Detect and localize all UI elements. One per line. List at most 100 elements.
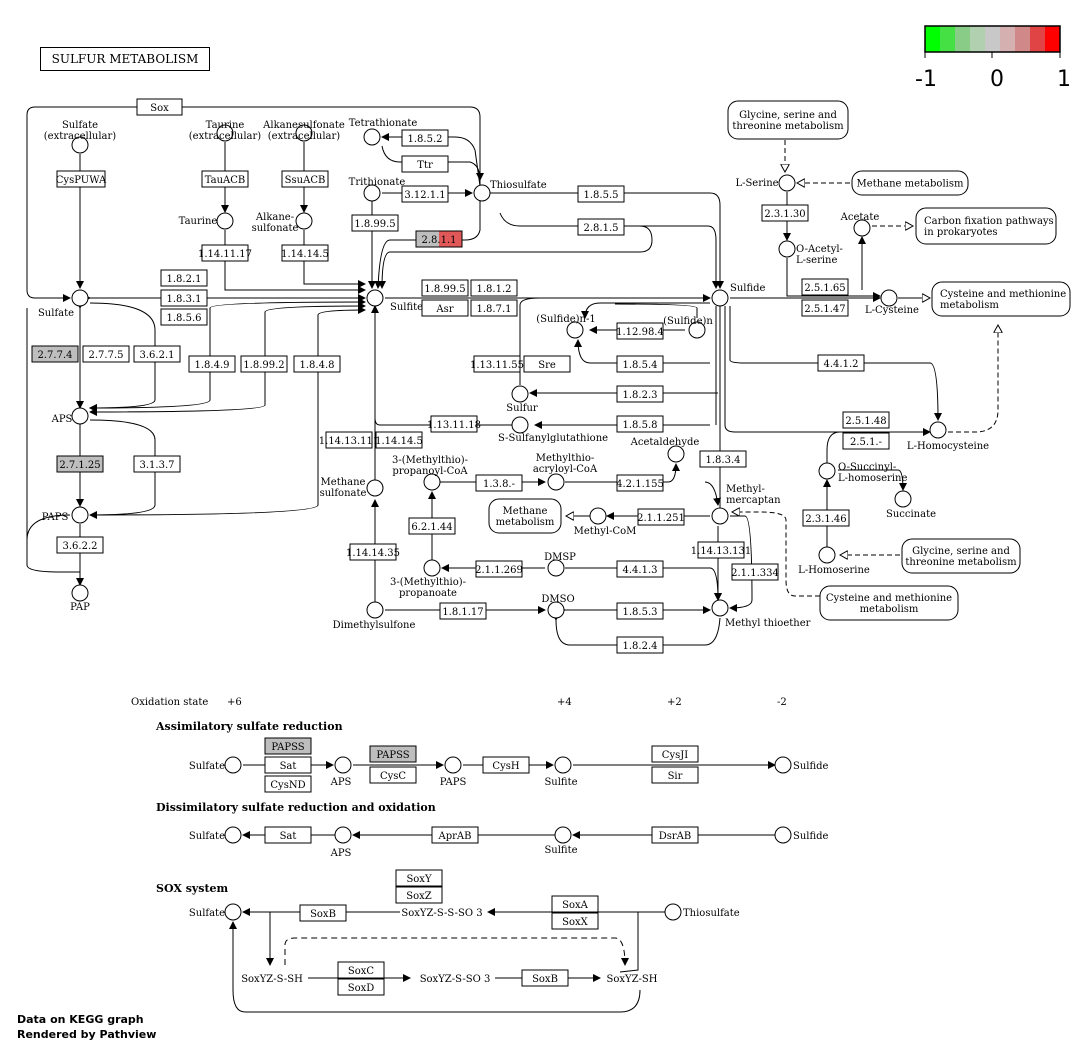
assim-sat[interactable]: Sat xyxy=(264,756,312,774)
compound-trithionate[interactable]: Trithionate xyxy=(349,177,406,202)
enzyme-1-14-11-17[interactable]: 1.14.11.17 xyxy=(198,244,252,262)
assim-cysji[interactable]: CysJI xyxy=(651,745,699,763)
dissim-dsrab[interactable]: DsrAB xyxy=(651,826,699,844)
compound-sulfate[interactable]: Sulfate xyxy=(38,289,89,319)
assim-papss-2[interactable]: PAPSS xyxy=(369,745,417,763)
enzyme-2-7-7-4[interactable]: 2.7.7.4 xyxy=(31,345,79,363)
enzyme-2-1-1-251[interactable]: 2.1.1.251 xyxy=(637,508,685,526)
enzyme-tauacb[interactable]: TauACB xyxy=(201,170,249,188)
compound-succinate[interactable]: Succinate xyxy=(886,490,936,520)
compound-tetrathionate[interactable]: Tetrathionate xyxy=(349,118,418,146)
enzyme-3-6-2-2[interactable]: 3.6.2.2 xyxy=(56,536,104,554)
compound-pap[interactable]: PAP xyxy=(70,584,90,613)
assim-sir[interactable]: Sir xyxy=(651,766,699,784)
enzyme-2-8-1-1[interactable]: 2.8.1.1 xyxy=(415,230,463,248)
enzyme-1-14-14-35[interactable]: 1.14.14.35 xyxy=(346,543,400,561)
compound-dmsp[interactable]: DMSP xyxy=(544,552,576,577)
enzyme-1-8-5-4[interactable]: 1.8.5.4 xyxy=(616,355,664,373)
enzyme-sox[interactable]: Sox xyxy=(136,98,183,116)
enzyme-1-13-11-55[interactable]: 1.13.11.55 xyxy=(470,355,524,373)
compound-s-sulfanylglutathione[interactable]: S-Sulfanylglutathione xyxy=(498,416,608,444)
compound-methyl-com[interactable]: Methyl-CoM xyxy=(574,507,637,537)
compound-o-succinyl-l-homoserine[interactable]: O-Succinyl-L-homoserine xyxy=(818,462,907,484)
enzyme-2-7-1-25[interactable]: 2.7.1.25 xyxy=(56,455,104,473)
compound-3-methylthio-propanoate[interactable]: 3-(Methylthio)-propanoate xyxy=(390,559,466,599)
compound-paps[interactable]: PAPS xyxy=(42,506,89,524)
enzyme-1-13-11-18[interactable]: 1.13.11.18 xyxy=(427,415,481,433)
compound-methyl-thioether[interactable]: Methyl thioether xyxy=(711,599,811,629)
assim-paps[interactable]: PAPS xyxy=(440,756,467,788)
compound-aps[interactable]: APS xyxy=(51,407,89,425)
enzyme-2-5-1-48[interactable]: 2.5.1.48 xyxy=(842,411,890,429)
assim-sulfate[interactable]: Sulfate xyxy=(189,756,242,774)
sox-soxb-1[interactable]: SoxB xyxy=(299,904,347,922)
enzyme-2-3-1-30[interactable]: 2.3.1.30 xyxy=(761,204,809,222)
enzyme-2-7-7-5[interactable]: 2.7.7.5 xyxy=(82,345,130,363)
enzyme-1-8-99-2[interactable]: 1.8.99.2 xyxy=(240,355,288,373)
enzyme-1-8-1-2[interactable]: 1.8.1.2 xyxy=(470,279,518,297)
assim-sulfide[interactable]: Sulfide xyxy=(774,756,829,774)
sox-soxc[interactable]: SoxC xyxy=(337,961,385,979)
sox-soxd[interactable]: SoxD xyxy=(337,978,385,996)
enzyme-1-14-13-111[interactable]: 1.14.13.111 xyxy=(319,431,379,449)
enzyme-sre[interactable]: Sre xyxy=(523,355,571,373)
dissim-aps[interactable]: APS xyxy=(330,826,352,859)
sox-sulfate[interactable]: Sulfate xyxy=(189,903,242,921)
sox-soxz[interactable]: SoxZ xyxy=(395,886,443,904)
compound-sulfur[interactable]: Sulfur xyxy=(506,385,538,414)
enzyme-ssuacb[interactable]: SsuACB xyxy=(281,170,329,188)
assim-cysc[interactable]: CysC xyxy=(369,766,417,784)
enzyme-asr[interactable]: Asr xyxy=(421,299,469,317)
sox-thiosulfate[interactable]: Thiosulfate xyxy=(664,903,740,921)
enzyme-1-8-3-4[interactable]: 1.8.3.4 xyxy=(699,450,747,468)
enzyme-1-8-7-1[interactable]: 1.8.7.1 xyxy=(470,299,518,317)
enzyme-3-12-1-1[interactable]: 3.12.1.1 xyxy=(401,185,449,203)
enzyme-2-8-1-5[interactable]: 2.8.1.5 xyxy=(577,218,625,236)
enzyme-2-5-1-65[interactable]: 2.5.1.65 xyxy=(801,278,849,296)
compound-sulfate-extracellular[interactable]: Sulfate(extracellular) xyxy=(44,120,117,154)
compound-acetate[interactable]: Acetate xyxy=(840,212,880,237)
enzyme-1-14-14-5[interactable]: 1.14.14.5 xyxy=(375,431,423,449)
compound-l-homocysteine[interactable]: L-Homocysteine xyxy=(907,421,989,452)
dissim-aprab[interactable]: AprAB xyxy=(431,826,479,844)
compound-l-serine[interactable]: L-Serine xyxy=(735,174,796,192)
enzyme-2-5-1-47[interactable]: 2.5.1.47 xyxy=(801,299,849,317)
enzyme-1-8-2-3[interactable]: 1.8.2.3 xyxy=(616,385,664,403)
enzyme-1-8-5-6[interactable]: 1.8.5.6 xyxy=(160,308,208,326)
compound-sulfide-n[interactable]: (Sulfide)n xyxy=(663,316,713,339)
compound-3-methylthio-propanoyl-coa[interactable]: 3-(Methylthio)-propanoyl-CoA xyxy=(392,455,468,491)
enzyme-1-8-5-2[interactable]: 1.8.5.2 xyxy=(401,129,449,147)
enzyme-1-8-5-3[interactable]: 1.8.5.3 xyxy=(616,602,664,620)
pathway-link[interactable]: Methane metabolism xyxy=(851,170,969,196)
enzyme-1-3-8-[interactable]: 1.3.8.- xyxy=(475,474,523,492)
enzyme-4-4-1-3[interactable]: 4.4.1.3 xyxy=(616,560,664,578)
enzyme-1-14-14-5[interactable]: 1.14.14.5 xyxy=(281,244,329,262)
dissim-sulfate[interactable]: Sulfate xyxy=(189,826,242,844)
compound-methylthio-acryloyl-coa[interactable]: Methylthio-acryloyl-CoA xyxy=(533,453,598,491)
dissim-sat[interactable]: Sat xyxy=(264,826,312,844)
compound-methyl-mercaptan[interactable]: Methyl-mercaptan xyxy=(711,484,781,525)
sox-soxy[interactable]: SoxY xyxy=(395,869,443,887)
compound-alkanesulfonate-extracellular[interactable]: Alkanesulfonate(extracellular) xyxy=(262,120,345,142)
enzyme-1-8-2-1[interactable]: 1.8.2.1 xyxy=(160,269,208,287)
assim-papss-1[interactable]: PAPSS xyxy=(264,737,312,755)
enzyme-1-12-98-4[interactable]: 1.12.98.4 xyxy=(616,322,664,340)
compound-l-cysteine[interactable]: L-Cysteine xyxy=(865,289,919,316)
enzyme-1-8-4-8[interactable]: 1.8.4.8 xyxy=(293,355,341,373)
enzyme-ttr[interactable]: Ttr xyxy=(401,155,449,173)
enzyme-1-8-3-1[interactable]: 1.8.3.1 xyxy=(160,289,208,307)
compound-sulfide[interactable]: Sulfide xyxy=(711,283,766,307)
compound-taurine-extracellular[interactable]: Taurine(extracellular) xyxy=(189,120,262,142)
enzyme-4-4-1-2[interactable]: 4.4.1.2 xyxy=(817,354,865,372)
compound-thiosulfate[interactable]: Thiosulfate xyxy=(473,180,547,202)
assim-aps[interactable]: APS xyxy=(330,756,352,788)
compound-l-homoserine[interactable]: L-Homoserine xyxy=(798,546,870,576)
compound-dimethylsulfone[interactable]: Dimethylsulfone xyxy=(333,601,416,631)
enzyme-2-1-1-269[interactable]: 2.1.1.269 xyxy=(475,560,523,578)
sox-soxb-2[interactable]: SoxB xyxy=(521,969,569,987)
